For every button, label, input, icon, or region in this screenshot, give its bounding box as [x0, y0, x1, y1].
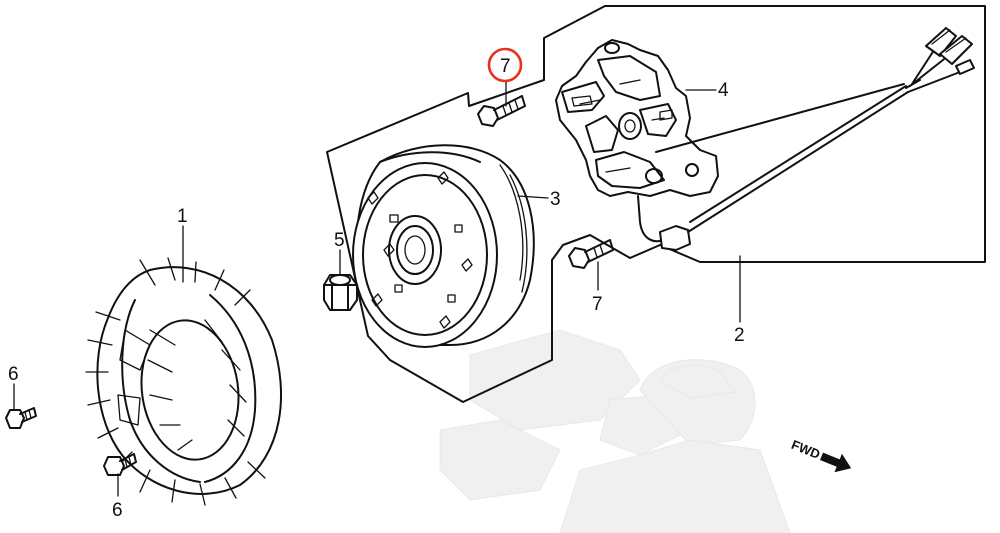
callout-7-lower: 7: [592, 294, 603, 315]
callout-7-upper: 7: [500, 56, 511, 77]
pulser-wire-harness[interactable]: [655, 27, 975, 233]
leader-lines: [13, 81, 741, 497]
stator-screw-lower[interactable]: [568, 239, 614, 269]
flywheel-rotor[interactable]: [352, 144, 535, 348]
callout-6-lower: 6: [112, 500, 123, 521]
fan-bolt-lower[interactable]: [103, 453, 137, 476]
forward-direction-indicator: FWD: [789, 437, 852, 473]
callout-3: 3: [550, 189, 561, 210]
fwd-arrow-icon: [820, 452, 852, 473]
callout-numbers: 1 2 3 4 5 6 6 7 7: [8, 56, 745, 521]
fwd-label: FWD: [789, 437, 822, 462]
callout-2: 2: [734, 325, 745, 346]
watermark-mascot: [439, 329, 791, 533]
callout-6-upper: 6: [8, 364, 19, 385]
highlight-circle: [487, 47, 523, 83]
flywheel-nut[interactable]: [323, 274, 358, 311]
callout-4: 4: [718, 80, 729, 101]
assembly-bracket-outline: [326, 5, 986, 403]
fan-bolt-upper[interactable]: [5, 407, 37, 429]
stator-screw-upper[interactable]: [477, 95, 526, 127]
stator-base-coil[interactable]: [555, 39, 719, 251]
cooling-fan[interactable]: [85, 257, 282, 506]
callout-5: 5: [334, 230, 345, 251]
callout-1: 1: [177, 206, 188, 227]
